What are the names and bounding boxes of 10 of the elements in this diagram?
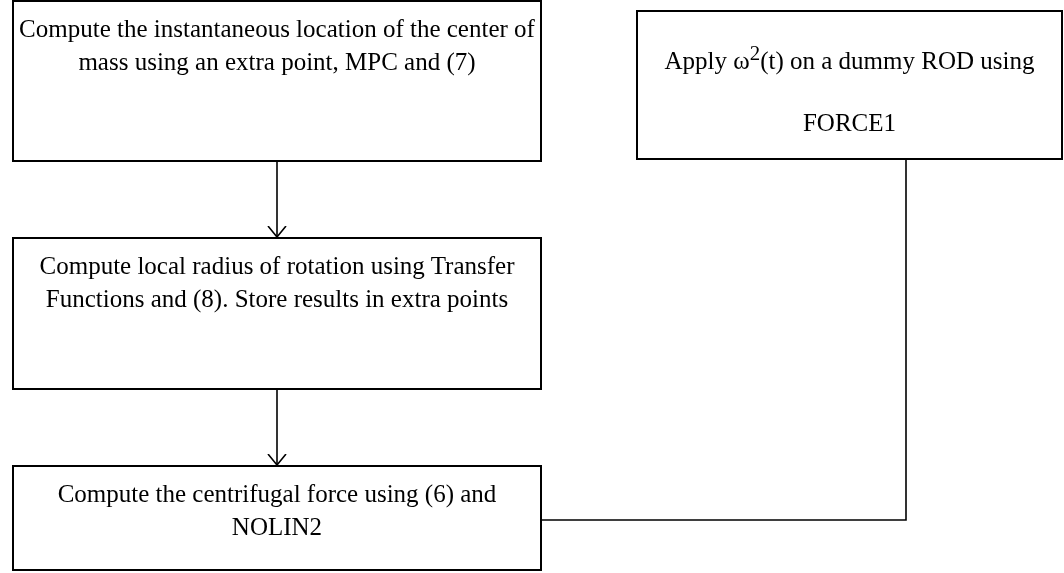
process-box xyxy=(12,237,542,390)
box-text: Compute the centrifugal force using (6) and NOLIN2 xyxy=(56,479,498,542)
connector-arrow xyxy=(267,389,287,466)
box-text: Compute local radius of rotation using Transfer Functions and (8). Store results in extra points xyxy=(38,251,516,315)
process-box xyxy=(636,10,1063,160)
connector-arrow xyxy=(267,161,287,238)
box-text: Compute the instantaneous location of the center of mass using an extra point, MPC and (7) xyxy=(18,14,536,78)
process-box xyxy=(12,0,542,162)
process-box xyxy=(12,465,542,571)
box-text: Apply ω$^{2}$(t) on a dummy ROD using FORCE1 xyxy=(663,40,1036,139)
